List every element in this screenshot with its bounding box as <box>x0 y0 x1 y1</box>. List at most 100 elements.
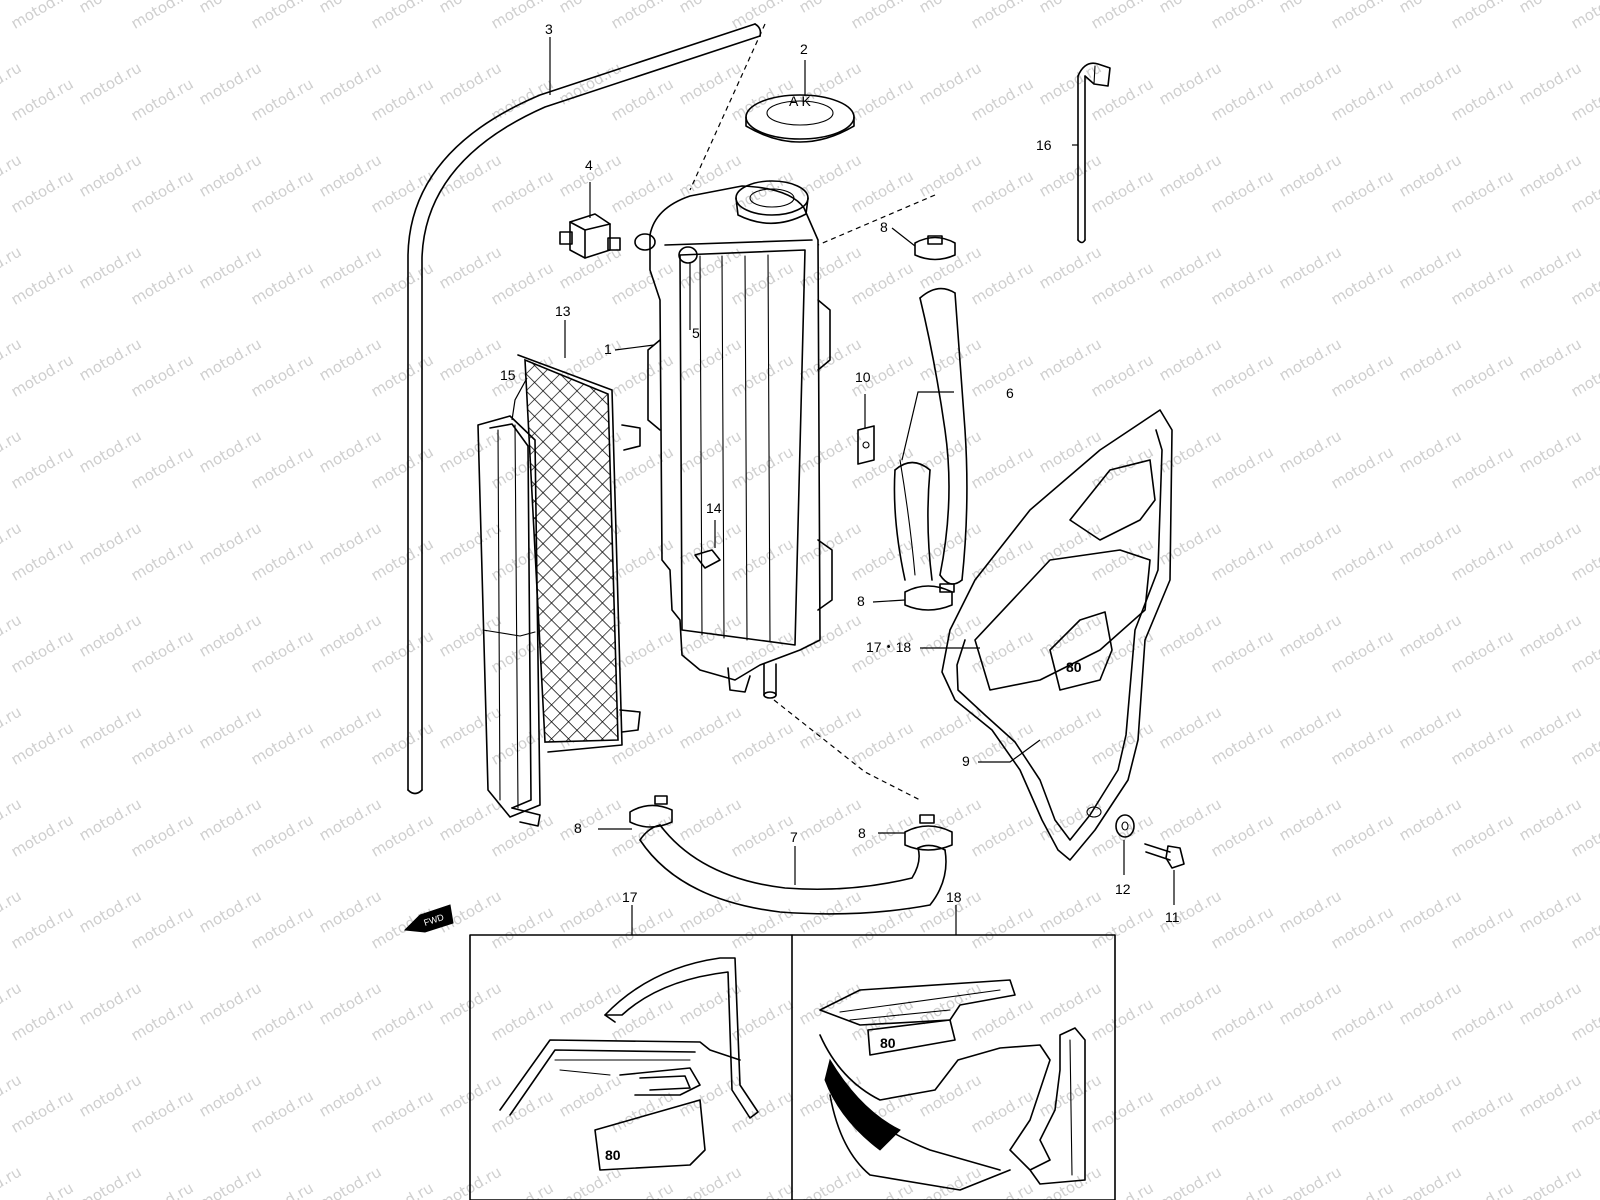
watermark-text: motod.ru <box>1088 259 1157 309</box>
watermark-text: motod.ru <box>8 811 77 861</box>
watermark-text: motod.ru <box>916 1163 985 1200</box>
callout-17: 17 <box>622 889 638 905</box>
watermark-text: motod.ru <box>796 519 865 569</box>
watermark-text: motod.ru <box>1208 811 1277 861</box>
watermark-text: motod.ru <box>196 979 265 1029</box>
watermark-text: motod.ru <box>248 75 317 125</box>
watermark-text: motod.ru <box>728 811 797 861</box>
decal-right-emblem: 80 <box>880 1035 896 1051</box>
watermark-text: motod.ru <box>196 703 265 753</box>
watermark-text: motod.ru <box>1448 443 1517 493</box>
bolt <box>1144 843 1185 869</box>
watermark-text: motod.ru <box>676 703 745 753</box>
callout-14: 14 <box>706 500 722 516</box>
watermark-text: motod.ru <box>8 719 77 769</box>
watermark-text: motod.ru <box>1208 351 1277 401</box>
watermark-text: motod.ru <box>248 0 317 33</box>
watermark-text: motod.ru <box>1396 427 1465 477</box>
watermark-text: motod.ru <box>676 519 745 569</box>
watermark-text: motod.ru <box>76 243 145 293</box>
watermark-text: motod.ru <box>488 259 557 309</box>
watermark-text: motod.ru <box>1448 1087 1517 1137</box>
watermark-text: motod.ru <box>608 443 677 493</box>
watermark-text: motod.ru <box>248 903 317 953</box>
cable-tie <box>1077 62 1111 244</box>
callout-15: 15 <box>500 367 516 383</box>
watermark-text: motod.ru <box>368 0 437 33</box>
watermark-text: motod.ru <box>1036 519 1105 569</box>
watermark-text: motod.ru <box>676 59 745 109</box>
watermark-text: motod.ru <box>796 979 865 1029</box>
watermark-text: motod.ru <box>76 59 145 109</box>
watermark-text: motod.ru <box>1448 75 1517 125</box>
watermark-text: motod.ru <box>316 427 385 477</box>
watermark-text: motod.ru <box>1208 75 1277 125</box>
watermark-text: motod.ru <box>76 335 145 385</box>
watermark-text: motod.ru <box>248 259 317 309</box>
watermark-text: motod.ru <box>1448 167 1517 217</box>
watermark-text: motod.ru <box>1396 795 1465 845</box>
watermark-text: motod.ru <box>128 443 197 493</box>
watermark-text: motod.ru <box>848 259 917 309</box>
watermark-text: motod.ru <box>1036 887 1105 937</box>
watermark-text: motod.ru <box>1156 427 1225 477</box>
watermark-text: motod.ru <box>128 1087 197 1137</box>
watermark-text: motod.ru <box>436 59 505 109</box>
watermark-text: motod.ru <box>1276 427 1345 477</box>
watermark-text: motod.ru <box>0 1163 25 1200</box>
watermark-text: motod.ru <box>1208 0 1277 33</box>
watermark-text: motod.ru <box>248 811 317 861</box>
watermark-text: motod.ru <box>128 995 197 1045</box>
watermark-text: motod.ru <box>1156 1163 1225 1200</box>
watermark-text: motod.ru <box>128 535 197 585</box>
watermark-text: motod.ru <box>368 719 437 769</box>
watermark-text: motod.ru <box>968 443 1037 493</box>
watermark-text: motod.ru <box>196 1163 265 1200</box>
watermark-text: motod.ru <box>608 0 677 33</box>
watermark-text: motod.ru <box>1088 0 1157 33</box>
watermark-text: motod.ru <box>1036 243 1105 293</box>
watermark-text: motod.ru <box>1208 903 1277 953</box>
watermark-text: motod.ru <box>316 979 385 1029</box>
watermark-text: motod.ru <box>128 75 197 125</box>
watermark-text: motod.ru <box>1328 627 1397 677</box>
callout-1: 1 <box>604 341 612 357</box>
watermark-text: motod.ru <box>1276 1163 1345 1200</box>
watermark-text: motod.ru <box>1516 427 1585 477</box>
watermark-text: motod.ru <box>1036 979 1105 1029</box>
watermark-text: motod.ru <box>248 1087 317 1137</box>
watermark-text: motod.ru <box>76 611 145 661</box>
watermark-text: motod.ru <box>916 795 985 845</box>
watermark-text: motod.ru <box>1568 811 1600 861</box>
watermark-text: motod.ru <box>1088 995 1157 1045</box>
watermark-text: motod.ru <box>608 351 677 401</box>
watermark-text: motod.ru <box>1448 627 1517 677</box>
watermark-text: motod.ru <box>368 443 437 493</box>
watermark-text: motod.ru <box>1448 259 1517 309</box>
watermark-text: motod.ru <box>316 611 385 661</box>
watermark-text: motod.ru <box>1328 259 1397 309</box>
watermark-text: motod.ru <box>368 75 437 125</box>
watermark-text: motod.ru <box>316 243 385 293</box>
watermark-text: motod.ru <box>1036 427 1105 477</box>
watermark-text: motod.ru <box>1328 75 1397 125</box>
callout-10: 10 <box>855 369 871 385</box>
watermark-text: motod.ru <box>8 259 77 309</box>
callout-labels: 3 2 16 4 8 13 5 1 15 10 6 14 8 17・18 9 8… <box>500 21 1180 925</box>
watermark-text: motod.ru <box>1568 627 1600 677</box>
callout-8-left: 8 <box>574 820 582 836</box>
watermark-text: motod.ru <box>196 887 265 937</box>
watermark-text: motod.ru <box>1516 703 1585 753</box>
watermark-text: motod.ru <box>796 243 865 293</box>
watermark-text: motod.ru <box>1448 719 1517 769</box>
watermark-text: motod.ru <box>368 627 437 677</box>
watermark-text: motod.ru <box>796 887 865 937</box>
watermark-text: motod.ru <box>1516 887 1585 937</box>
watermark-text: motod.ru <box>8 75 77 125</box>
watermark-text: motod.ru <box>1396 151 1465 201</box>
decal-right: 80 <box>819 979 1086 1191</box>
watermark-text: motod.ru <box>488 811 557 861</box>
watermark-text: motod.ru <box>76 1071 145 1121</box>
watermark-text: motod.ru <box>1396 335 1465 385</box>
